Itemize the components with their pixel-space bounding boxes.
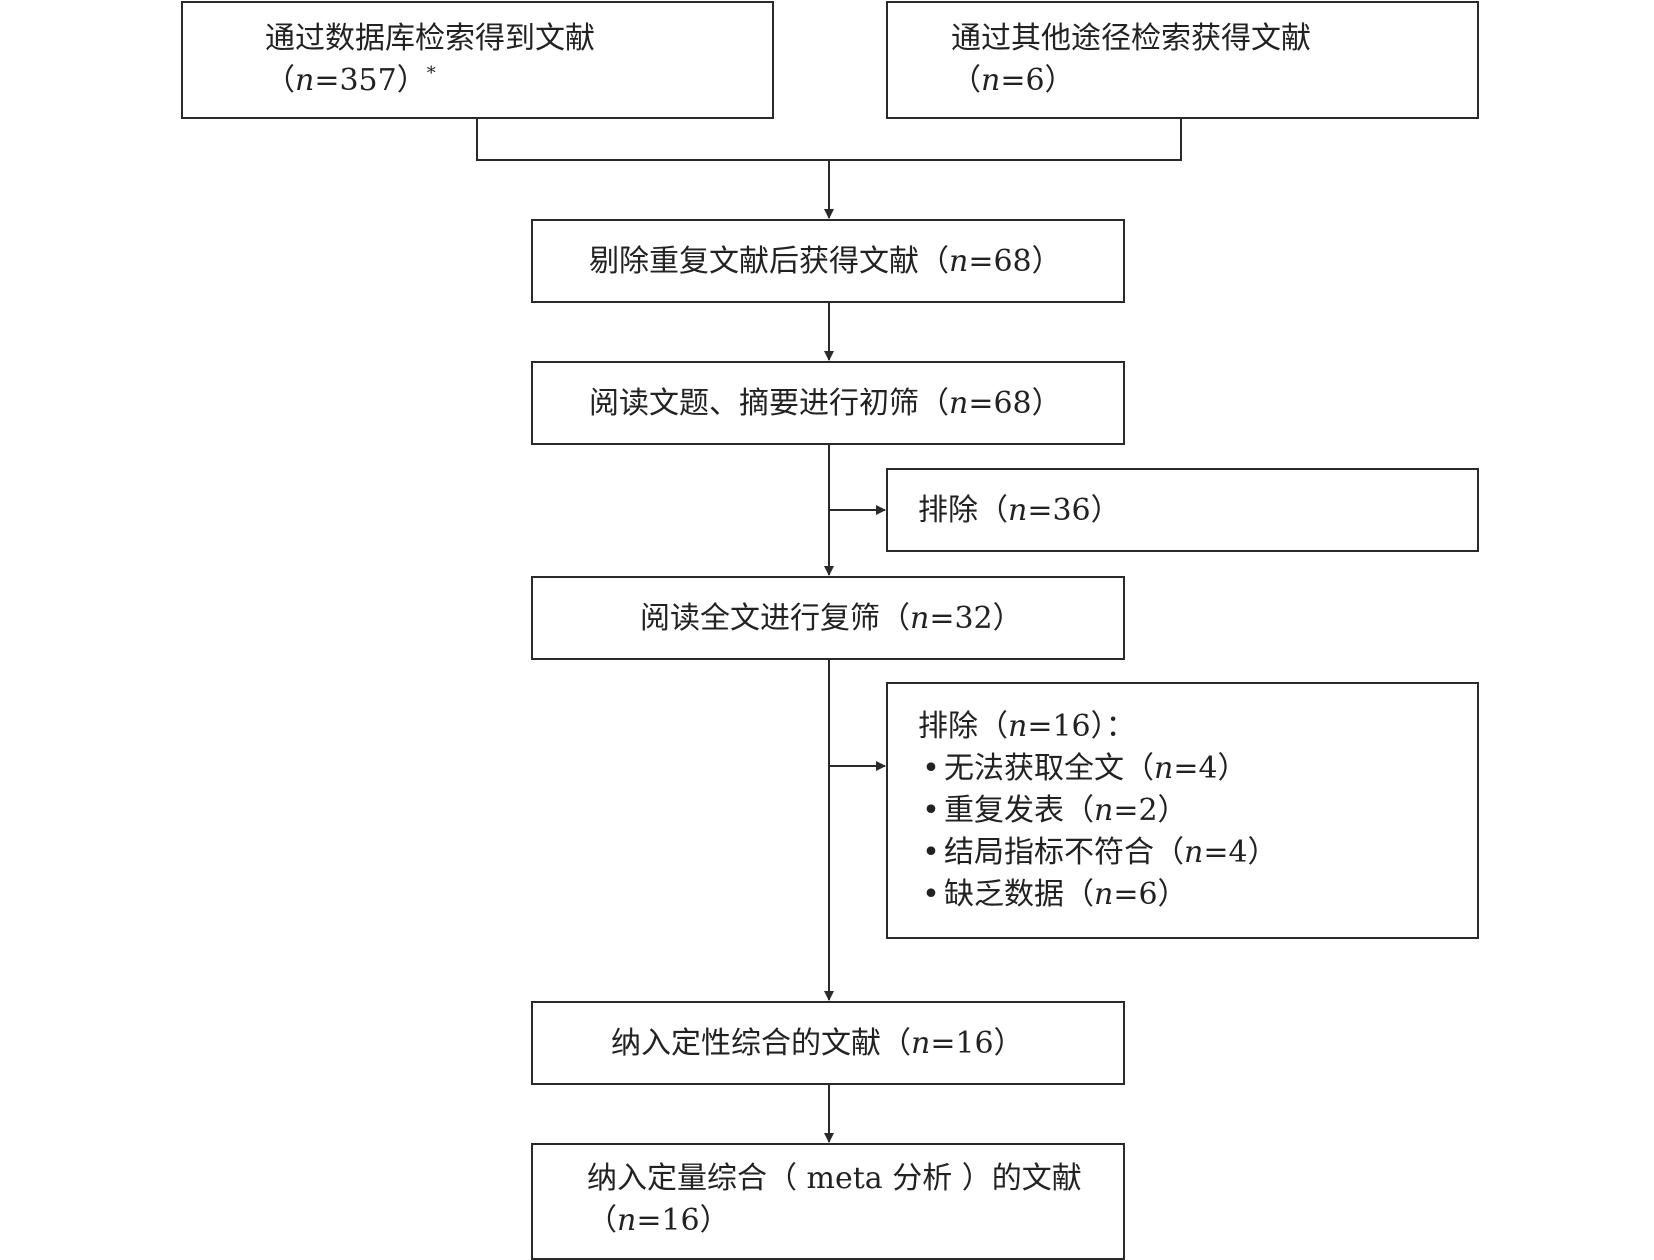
qualitative-synthesis-box: 纳入定性综合的文献（n=16） [531,1001,1125,1085]
db-search-box: 通过数据库检索得到文献 （n=357）* [181,1,774,119]
quantitative-synthesis-box: 纳入定量综合（ meta 分析 ）的文献 （n=16） [531,1143,1125,1260]
exclusion-reason-item: •重复发表（n=2） [918,790,1187,832]
other-search-count: （n=6） [951,63,1075,98]
title-abstract-screen-box: 阅读文题、摘要进行初筛（n=68） [531,361,1125,445]
footnote-asterisk: * [426,63,436,84]
excluded-fulltext-box: 排除（n=16）： •无法获取全文（n=4） •重复发表（n=2） •结局指标不… [886,682,1479,939]
bullet: • [922,793,940,828]
fulltext-screen-box: 阅读全文进行复筛（n=32） [531,576,1125,660]
bullet: • [922,835,940,870]
exclusion-reason-item: •结局指标不符合（n=4） [918,832,1277,874]
exclusion-reason-item: •缺乏数据（n=6） [918,874,1187,916]
dedup-box: 剔除重复文献后获得文献（n=68） [531,219,1125,303]
exclusion-reason-item: •无法获取全文（n=4） [918,748,1247,790]
bullet: • [922,751,940,786]
fulltext-screen-label: 阅读全文进行复筛（n=32） [640,601,1023,636]
excluded-fulltext-header: 排除（n=16）： [918,709,1136,744]
db-search-label: 通过数据库检索得到文献 [265,21,595,56]
excluded-initial-box: 排除（n=36） [886,468,1479,552]
excluded-initial-label: 排除（n=36） [918,493,1121,528]
dedup-label: 剔除重复文献后获得文献（n=68） [589,244,1062,279]
other-search-box: 通过其他途径检索获得文献 （n=6） [886,1,1479,119]
qualitative-synthesis-label: 纳入定性综合的文献（n=16） [611,1026,1024,1061]
other-search-label: 通过其他途径检索获得文献 [951,21,1311,56]
quantitative-synthesis-count: （n=16） [587,1203,730,1238]
title-abstract-screen-label: 阅读文题、摘要进行初筛（n=68） [589,386,1062,421]
db-search-count: （n=357）* [265,63,436,98]
quantitative-synthesis-label: 纳入定量综合（ meta 分析 ）的文献 [587,1161,1082,1196]
merge-connector [476,119,1182,161]
bullet: • [922,877,940,912]
